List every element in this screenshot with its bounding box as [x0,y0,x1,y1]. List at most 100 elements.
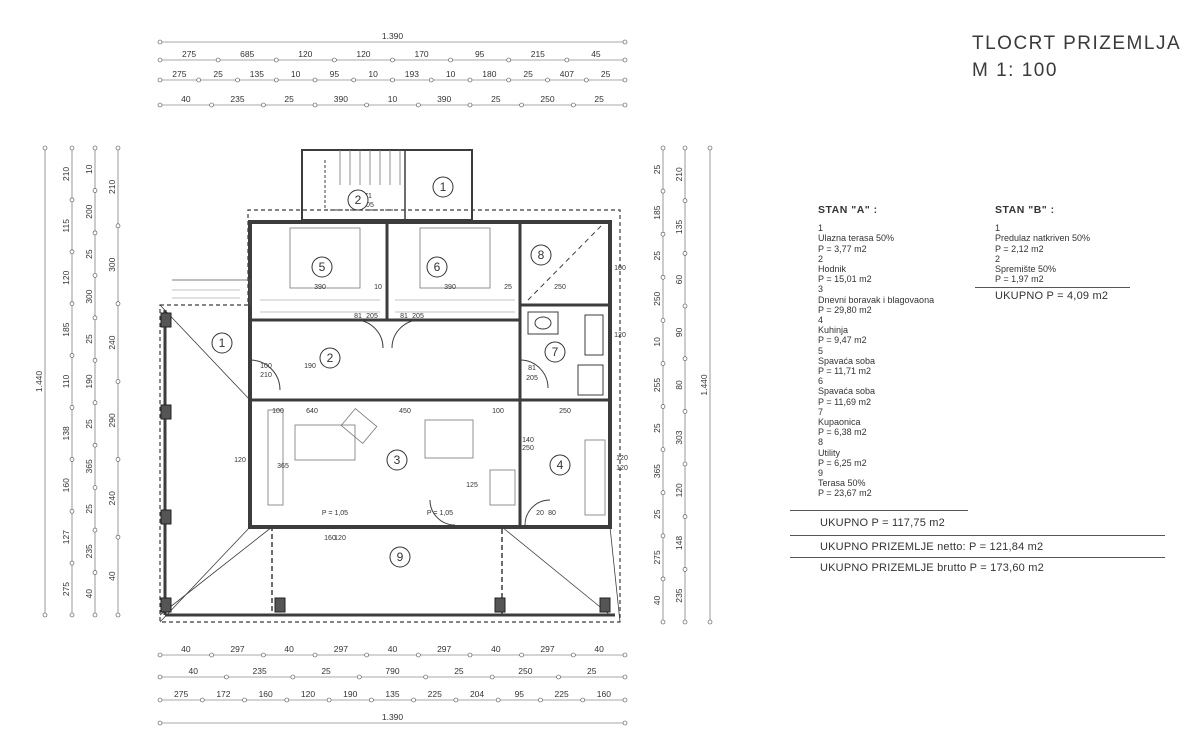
dimension-label: 235 [230,94,244,104]
dimension-label: 25 [652,423,662,433]
dimension-label: 390 [437,94,451,104]
dimension-tick [69,508,75,514]
dimension-tick [92,570,98,575]
dimension-label: 95 [475,49,485,59]
interior-dimension-label: P = 1,05 [322,510,348,517]
dimension-label: 90 [674,327,684,337]
dimension-tick [115,223,121,229]
interior-dimension-label: 120 [614,332,626,339]
dimension-label: 120 [674,483,684,497]
stan_a-item-area: P = 6,38 m2 [818,427,867,438]
interior-dimension-label: 100 [614,265,626,272]
dimension-tick [312,652,318,658]
dimension-tick [467,652,473,658]
dimension-label: 40 [594,644,604,654]
dimension-tick [209,102,214,108]
room-number: 2 [327,351,334,365]
dimension-label: 250 [540,94,554,104]
dimension-label: 120 [298,49,312,59]
dimension-label: 297 [334,644,348,654]
interior-dimension-label: 10 [374,284,382,291]
dimension-label: 303 [674,430,684,444]
stan-a-total: UKUPNO P = 117,75 m2 [820,517,945,529]
dimension-tick [467,102,473,108]
stan_a-item-area: P = 6,25 m2 [818,457,867,468]
dimension-label: 25 [652,509,662,519]
room-marker-circle [549,454,571,476]
stan_a-item-num: 8 [818,437,824,448]
room-number: 4 [557,458,564,472]
dimension-label: 210 [674,167,684,181]
interior-dimension-label: 81 [354,313,362,320]
dimension-label: 210 [61,167,71,181]
dimension-tick [660,576,666,582]
dimension-label: 40 [388,644,398,654]
dimension-tick [622,720,628,726]
stan_b-item-area: P = 1,97 m2 [995,274,1044,285]
dimension-tick [580,697,586,703]
dimension-label: 1.390 [382,31,404,41]
dimension-label: 10 [368,69,378,79]
dimension-label: 95 [330,69,340,79]
dimension-label: 225 [554,689,568,699]
stan_a-item-name: Spavaća soba [818,355,876,366]
dimension-label: 160 [61,478,71,492]
stan_a-item-area: P = 3,77 m2 [818,243,867,254]
dimension-label: 180 [482,69,496,79]
dimension-label: 25 [84,419,94,429]
dimension-tick [416,652,421,658]
dimension-tick [682,461,688,467]
dimension-label: 240 [107,491,117,505]
dimension-label: 25 [84,249,94,259]
dimension-tick [312,102,318,108]
stan_a-item-num: 2 [818,253,824,264]
dimension-label: 10 [388,94,398,104]
dimension-tick [583,77,589,83]
dimension-label: 40 [652,595,662,605]
dimension-label: 210 [107,180,117,194]
room-number: 1 [440,180,447,194]
dimension-label: 225 [428,689,442,699]
dimension-tick [312,77,318,83]
dimension-tick [92,527,98,533]
dimension-label: 200 [84,204,94,218]
dimension-label: 297 [540,644,554,654]
dimension-tick [506,57,512,63]
dimension-tick [660,361,666,366]
dimension-tick [69,612,75,618]
dimension-label: 25 [84,504,94,514]
dimension-label: 40 [107,571,117,581]
room-marker-circle [319,347,341,369]
dimension-tick [682,251,688,256]
dimension-tick [196,77,202,83]
dimension-label: 120 [301,689,315,699]
stan_a-item-name: Kupaonica [818,417,861,428]
dimension-tick [284,697,290,703]
room-marker-circle [530,244,552,266]
dimension-tick [682,145,688,151]
dimension-tick [660,145,666,151]
dimension-tick [495,697,501,703]
dimension-label: 365 [84,459,94,473]
interior-dimension-label: 190 [304,363,316,370]
dimension-tick [682,514,688,519]
stan-b-total: UKUPNO P = 4,09 m2 [995,290,1109,302]
dimension-label: 235 [84,544,94,558]
interior-dimension-label: 205 [526,375,538,382]
dimension-tick [92,442,98,448]
dimension-label: 25 [523,69,533,79]
stan_a-item-name: Kuhinja [818,325,849,336]
dimension-tick [235,77,240,83]
total-rule-1 [790,535,1165,536]
dimension-tick [92,315,98,321]
interior-dimension-label: 160 [324,535,336,542]
stan_a-item-name: Terasa 50% [818,478,866,489]
interior-dimension-label: 450 [399,408,411,415]
dimension-label: 25 [491,94,501,104]
dimension-label: 127 [61,530,71,544]
stan_a-item-num: 3 [818,284,824,295]
dimension-tick [157,77,163,83]
dimension-tick [423,674,429,680]
